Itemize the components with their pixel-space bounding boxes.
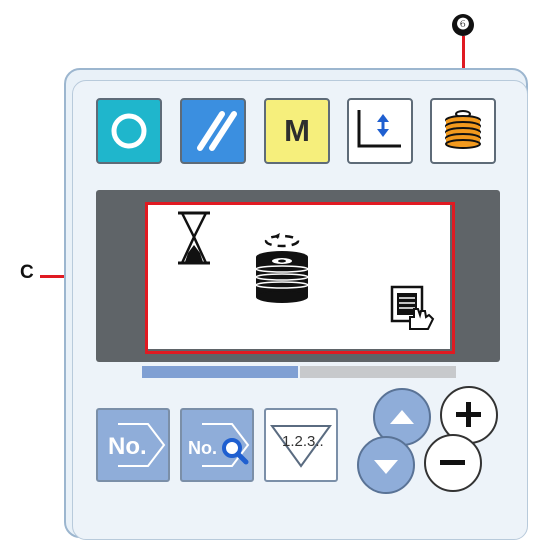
lcd-indicator-bar-left bbox=[142, 366, 298, 378]
minus-button[interactable] bbox=[424, 434, 482, 492]
hourglass-icon bbox=[178, 211, 210, 265]
winder-hand-icon bbox=[390, 285, 435, 330]
magnifier-icon bbox=[222, 438, 249, 465]
lcd-screen bbox=[148, 205, 450, 349]
callout-6-marker: ❻ bbox=[452, 14, 474, 36]
counter-down-arrow-icon bbox=[270, 425, 332, 468]
up-triangle-icon bbox=[390, 410, 414, 424]
no-key[interactable]: No. bbox=[96, 408, 170, 482]
bobbin-winder-key[interactable] bbox=[430, 98, 496, 164]
down-arrow-button[interactable] bbox=[357, 436, 415, 494]
no-key-label: No. bbox=[108, 433, 147, 460]
no-search-arrow-icon bbox=[202, 423, 250, 467]
plus-icon bbox=[456, 402, 481, 427]
mode-key[interactable]: M bbox=[264, 98, 330, 164]
callout-c-label: C bbox=[20, 262, 34, 283]
ready-icon bbox=[111, 113, 147, 149]
reset-key[interactable] bbox=[180, 98, 246, 164]
counter-key[interactable]: 1.2.3.. bbox=[264, 408, 338, 482]
mode-key-label: M bbox=[284, 113, 310, 148]
bobbin-winding-icon bbox=[255, 233, 309, 303]
no-key-arrow-icon bbox=[118, 423, 166, 467]
minus-icon bbox=[440, 460, 465, 465]
lcd-indicator-bar-right bbox=[300, 366, 456, 378]
no-search-key[interactable]: No. bbox=[180, 408, 254, 482]
reset-slash-icon bbox=[197, 111, 237, 151]
lcd-highlight-frame bbox=[145, 202, 455, 354]
ready-key[interactable] bbox=[96, 98, 162, 164]
bobbin-winder-icon bbox=[445, 110, 481, 149]
counter-key-label: 1.2.3.. bbox=[282, 433, 324, 450]
presser-foot-key[interactable] bbox=[347, 98, 413, 164]
presser-foot-icon bbox=[357, 110, 401, 148]
no-search-key-label: No. bbox=[188, 438, 217, 458]
down-triangle-icon bbox=[374, 460, 398, 474]
